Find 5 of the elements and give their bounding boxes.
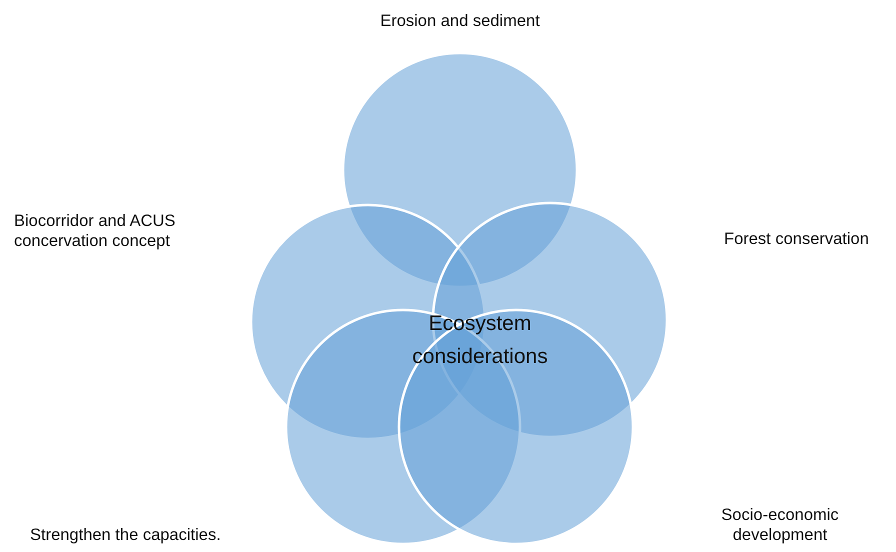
circle-label: Erosion and sediment	[379, 12, 541, 32]
circle-label: Socio-economic development	[720, 506, 840, 546]
circle-label: Forest conservation	[724, 230, 870, 250]
circle-label: Biocorridor and ACUS concervation concept	[14, 212, 176, 252]
circle-label: Strengthen the capacities.	[30, 526, 222, 546]
